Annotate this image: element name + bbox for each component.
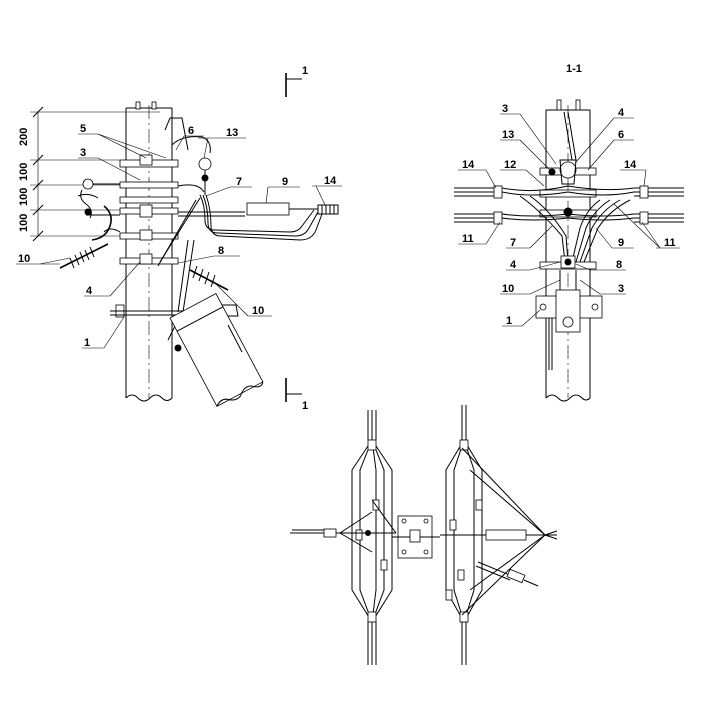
plan-view [290,405,558,665]
dim-100-a: 100 [18,163,30,181]
splice-sleeve [246,202,290,216]
section-mark-top-label: 1 [302,65,308,77]
dim-100-b: 100 [18,188,30,206]
label-sec-13: 13 [502,129,514,141]
plan-left-bundle [290,410,397,665]
equipment-box [169,293,264,407]
dimension-chain: 200 100 100 100 [18,106,160,242]
label-sec-1: 1 [506,315,512,327]
label-front-10-right: 10 [252,305,264,317]
label-front-8: 8 [218,245,224,257]
label-sec-10: 10 [502,283,514,295]
lower-cables [454,211,684,225]
plan-center-bracket [392,515,440,559]
front-view-labels: 5 6 13 3 7 9 14 10 8 [16,123,342,349]
pole-section [545,99,591,402]
section-bracket [535,289,603,370]
label-sec-12: 12 [504,159,516,171]
label-sec-11-left: 11 [462,233,474,245]
strain-insulator-right [189,265,229,291]
label-sec-8: 8 [616,259,622,271]
section-mark-bottom: 1 [285,378,308,412]
label-front-7: 7 [236,176,242,188]
strain-insulator-left [59,243,109,269]
dim-200: 200 [18,128,30,146]
label-sec-7: 7 [510,237,516,249]
front-view: 200 100 100 100 [16,65,342,412]
plan-right-bundle [440,405,558,665]
section-view: 1-1 [454,63,684,402]
label-sec-14-right: 14 [624,159,637,171]
section-view-labels: 3 13 4 6 14 12 14 11 7 [458,103,680,327]
cable-bundle [157,117,339,313]
label-sec-14-left: 14 [462,159,475,171]
label-front-1: 1 [84,337,90,349]
label-front-3: 3 [80,147,86,159]
drop-cables [519,195,631,290]
label-sec-3-top: 3 [502,103,508,115]
label-sec-4-bottom: 4 [510,259,517,271]
section-mark-bottom-label: 1 [302,400,308,412]
label-front-10-left: 10 [18,253,30,265]
mounting-bracket [110,293,264,407]
label-sec-3-bottom: 3 [618,283,624,295]
label-front-13: 13 [226,127,238,139]
left-hardware [59,178,121,269]
label-front-4: 4 [86,285,93,297]
dim-100-c: 100 [18,214,30,232]
label-sec-6: 6 [618,129,624,141]
label-front-6: 6 [188,125,194,137]
pole-front [125,101,173,402]
label-front-5: 5 [80,123,86,135]
section-mark-top: 1 [285,65,308,97]
label-sec-4-top: 4 [618,107,625,119]
label-sec-11-right: 11 [664,237,676,249]
section-title: 1-1 [566,63,582,75]
upper-cables [454,185,684,199]
label-sec-9: 9 [618,237,624,249]
label-front-14: 14 [324,175,337,187]
label-front-9: 9 [282,176,288,188]
